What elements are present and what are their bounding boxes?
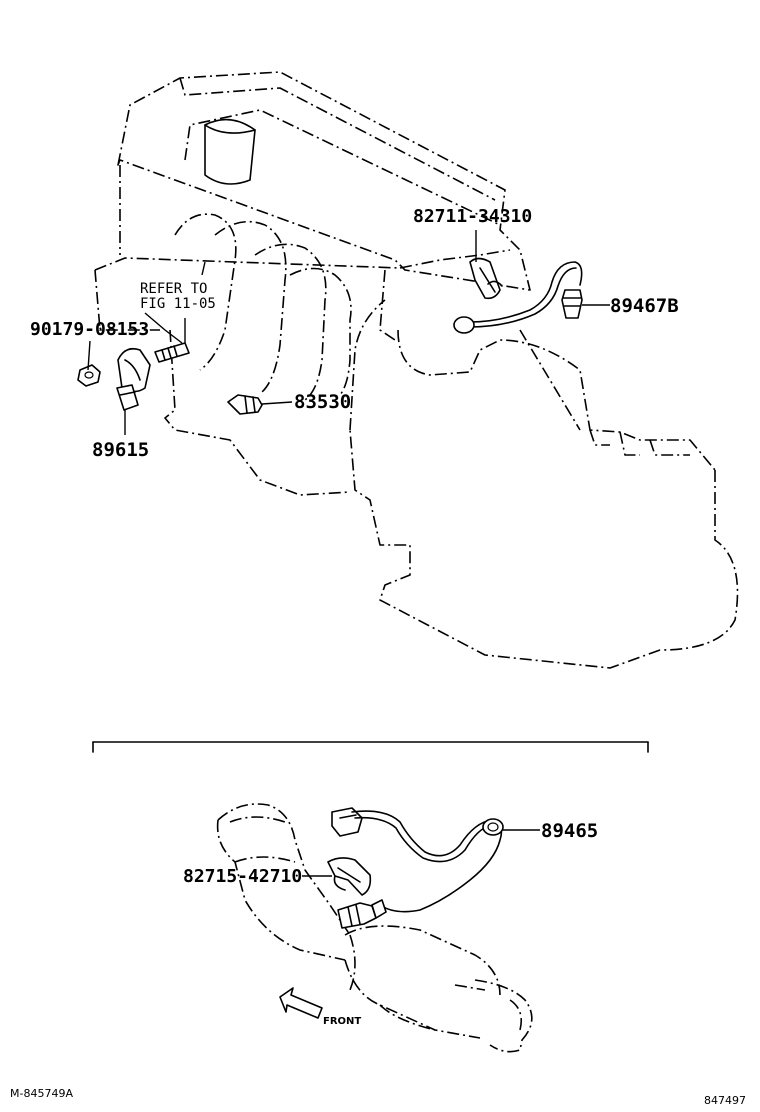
refer-note-line2: FIG 11-05	[140, 296, 216, 312]
label-89615: 89615	[92, 439, 149, 461]
oxygen-sensor-lower	[331, 807, 504, 929]
refer-note-line1: REFER TO	[140, 281, 207, 297]
knock-sensor	[77, 342, 190, 411]
oil-pressure-switch	[227, 394, 263, 415]
label-89467b: 89467B	[610, 295, 679, 317]
clamp-lower	[327, 857, 372, 896]
label-89465: 89465	[541, 820, 598, 842]
label-83530: 83530	[294, 391, 351, 413]
label-90179-08153: 90179-08153	[30, 319, 149, 340]
oxygen-sensor-upper	[453, 257, 583, 334]
leader-lines-lower	[302, 829, 540, 877]
front-label: FRONT	[323, 1016, 361, 1027]
exhaust-pipe-outline	[216, 803, 533, 1053]
figure-code-left: M-845749A	[10, 1087, 73, 1100]
front-arrow	[279, 987, 323, 1019]
leader-lines-upper	[87, 230, 610, 435]
figure-code-right: 847497	[704, 1094, 746, 1107]
label-82711-34310: 82711-34310	[413, 206, 532, 227]
engine-outline	[94, 71, 739, 669]
label-82715-42710: 82715-42710	[183, 866, 302, 887]
section-separator	[92, 741, 649, 753]
